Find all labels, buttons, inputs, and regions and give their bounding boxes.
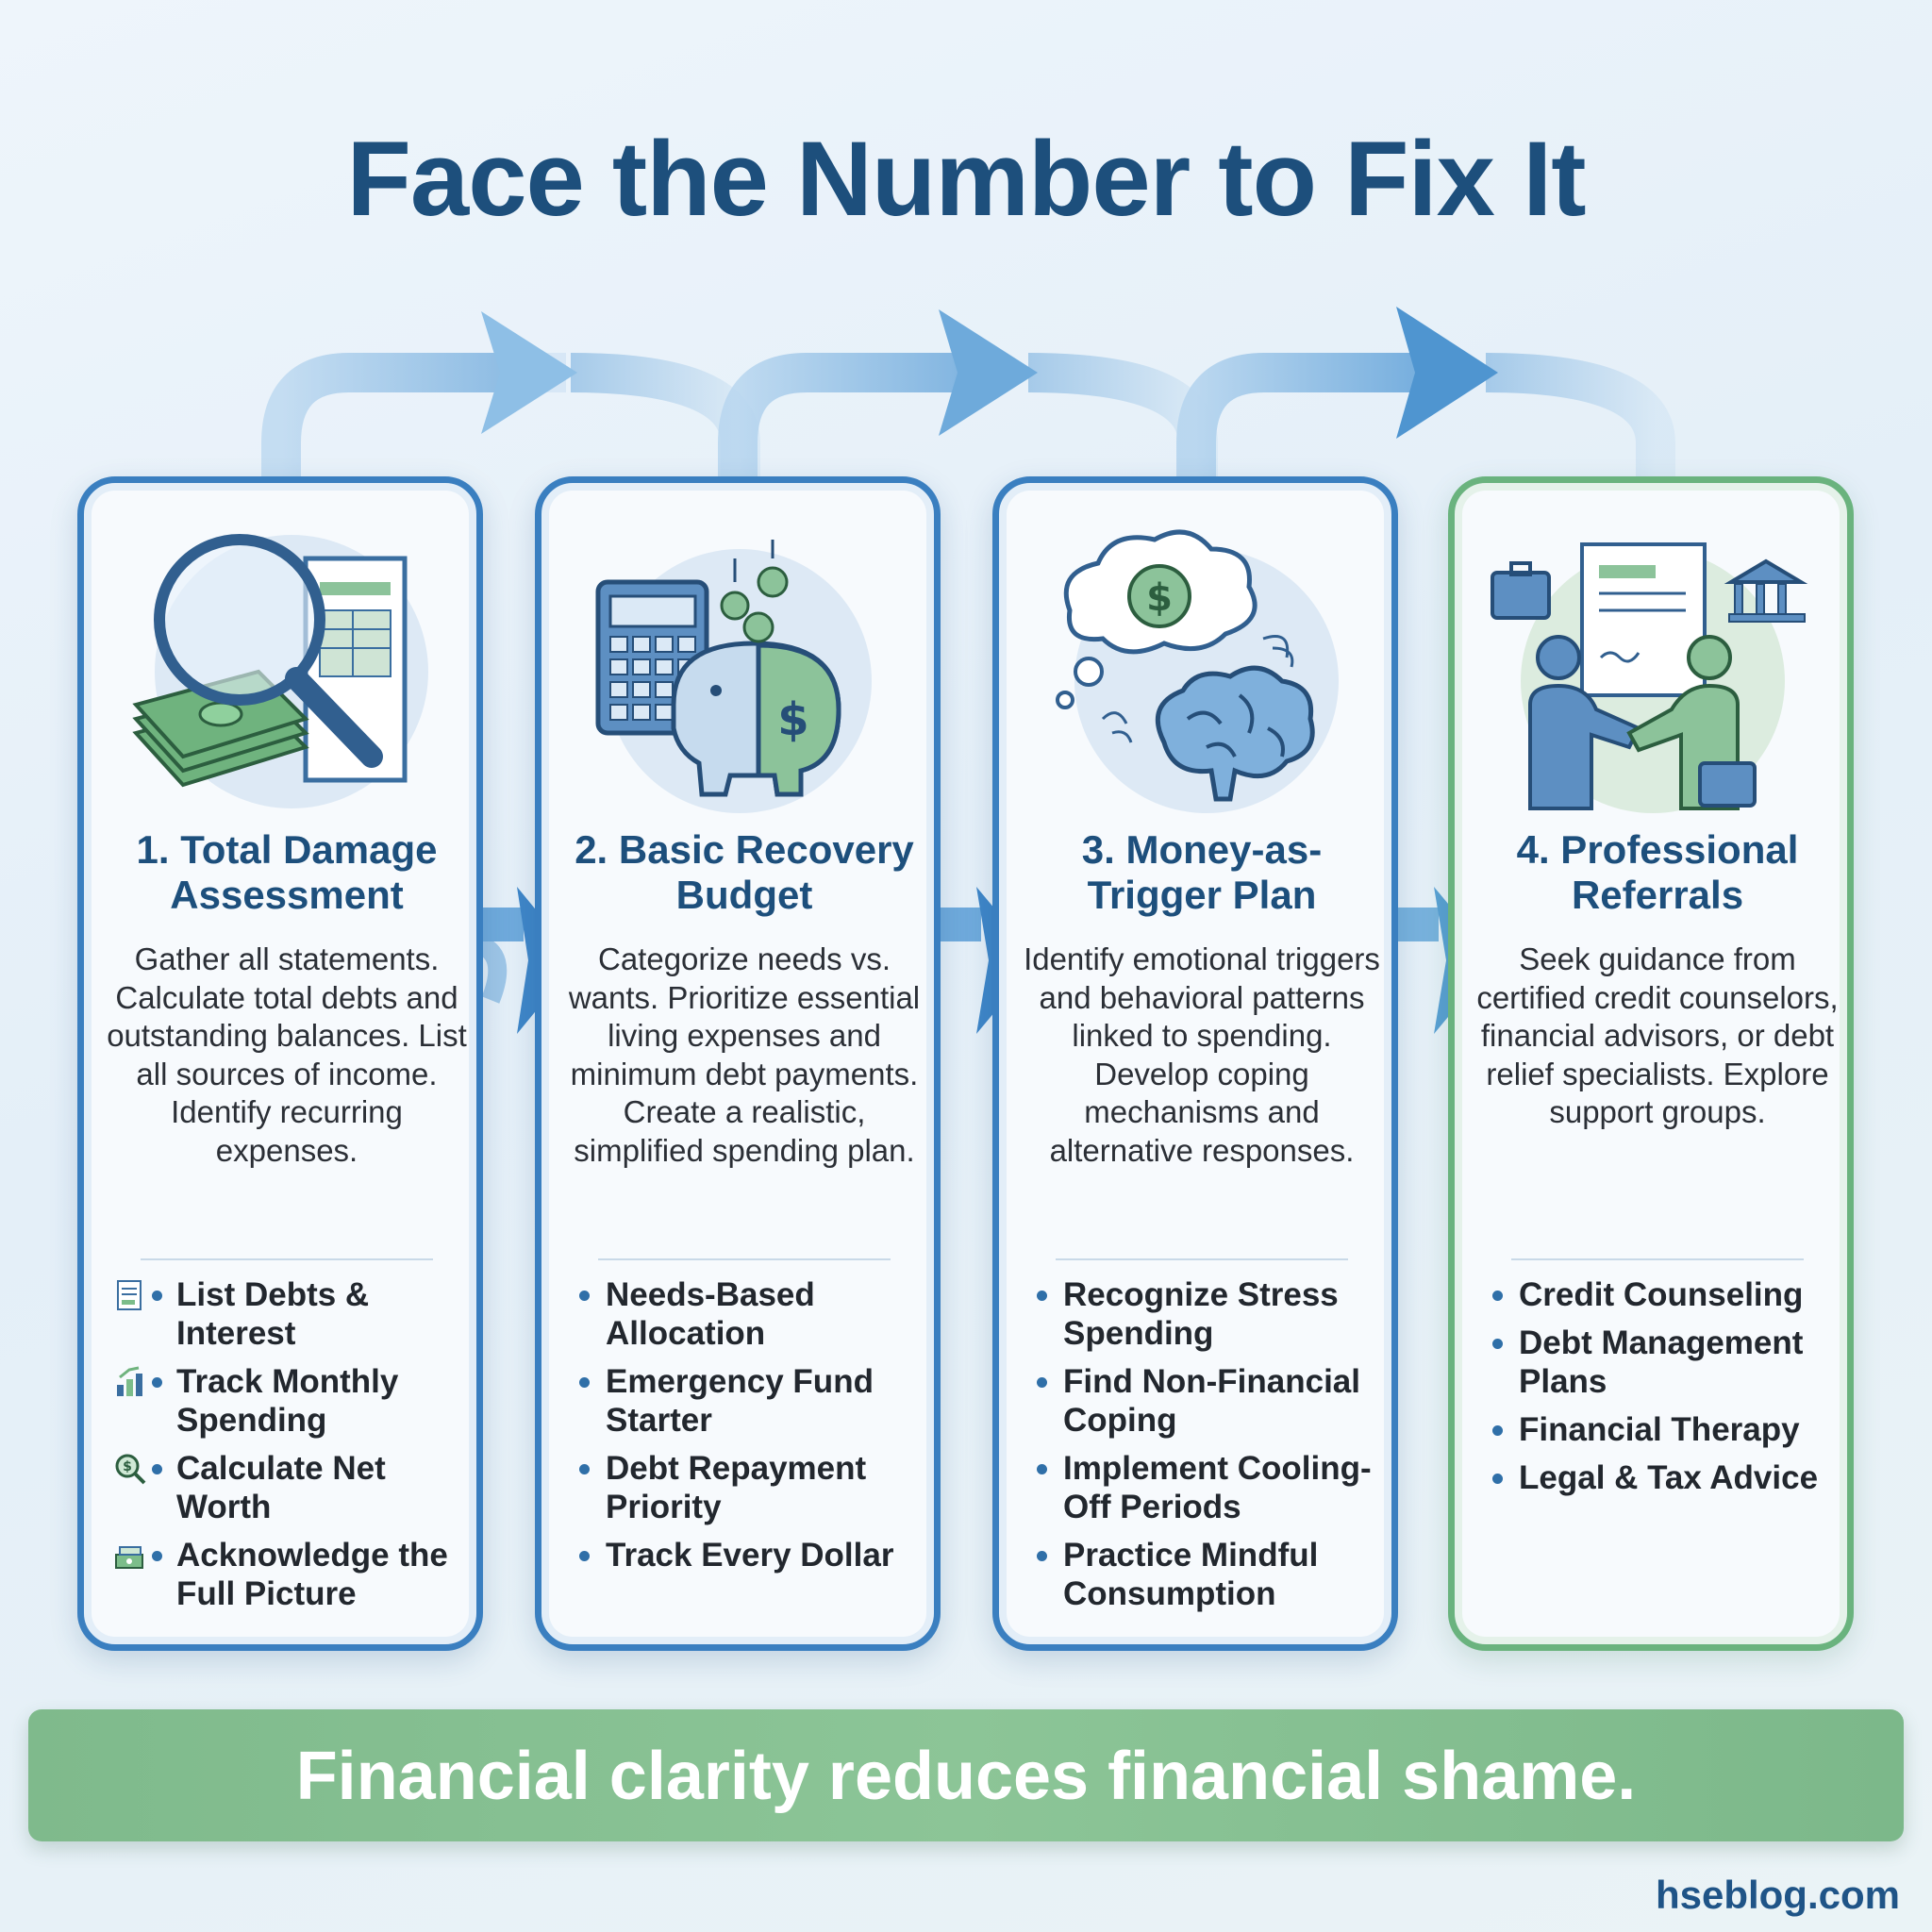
step-title: 1. Total Damage Assessment	[136, 827, 438, 917]
svg-text:$: $	[777, 693, 808, 746]
list-item-label: Calculate Net Worth	[176, 1450, 386, 1525]
bullet-dot	[1037, 1551, 1047, 1561]
cash-stack-icon	[115, 1546, 143, 1569]
calculator-piggy-bank-icon: $	[595, 540, 872, 813]
magnifier-cash-document-icon	[132, 534, 428, 808]
top-arrow-2	[718, 309, 1218, 476]
step-card-4: 4. Professional Referrals Seek guidance …	[1448, 476, 1854, 1651]
list-item-label: Debt Repayment Priority	[606, 1450, 867, 1525]
list-item: Recognize Stress Spending	[1027, 1275, 1386, 1353]
list-item-label: Implement Cooling-Off Periods	[1063, 1450, 1372, 1525]
divider	[1511, 1258, 1804, 1260]
list-item: Debt Repayment Priority	[570, 1449, 928, 1526]
step-title: 2. Basic Recovery Budget	[575, 827, 914, 917]
page-title: Face the Number to Fix It	[346, 120, 1587, 238]
bullet-dot	[152, 1551, 162, 1561]
list-item-label: Legal & Tax Advice	[1519, 1459, 1819, 1496]
list-item: Legal & Tax Advice	[1483, 1458, 1841, 1497]
list-item-label: Track Monthly Spending	[176, 1363, 399, 1439]
list-item-label: Recognize Stress Spending	[1063, 1276, 1339, 1352]
list-item: Track Every Dollar	[570, 1536, 928, 1574]
list-item: Track Monthly Spending	[112, 1362, 471, 1440]
list-item-label: Find Non-Financial Coping	[1063, 1363, 1360, 1439]
bullet-dot	[1492, 1291, 1503, 1301]
list-item: $ Calculate Net Worth	[112, 1449, 471, 1526]
list-item-label: Acknowledge the Full Picture	[176, 1537, 448, 1612]
bullet-dot	[579, 1551, 590, 1561]
svg-text:$: $	[123, 1459, 132, 1474]
bullet-dot	[1492, 1425, 1503, 1436]
divider	[598, 1258, 891, 1260]
bullet-dot	[1037, 1377, 1047, 1388]
bullet-dot	[579, 1291, 590, 1301]
bullet-dot	[152, 1377, 162, 1388]
list-item: Practice Mindful Consumption	[1027, 1536, 1386, 1613]
top-arrow-1	[261, 311, 760, 476]
handshake-advisor-icon	[1491, 542, 1808, 813]
bullet-dot	[1492, 1474, 1503, 1484]
top-arrow-3	[1176, 307, 1675, 476]
magnifier-dollar-icon: $	[115, 1454, 146, 1485]
step-card-2: $ 2. Basic Recovery Budget Categorize ne…	[535, 476, 941, 1651]
step-title: 3. Money-as-Trigger Plan	[1081, 827, 1323, 917]
list-item-label: List Debts & Interest	[176, 1276, 370, 1352]
step-card-1: 1. Total Damage Assessment Gather all st…	[77, 476, 483, 1651]
list-item: Acknowledge the Full Picture	[112, 1536, 471, 1613]
divider	[1056, 1258, 1348, 1260]
list-item-label: Practice Mindful Consumption	[1063, 1537, 1319, 1612]
bullet-dot	[1492, 1339, 1503, 1349]
list-item: Implement Cooling-Off Periods	[1027, 1449, 1386, 1526]
list-item: Financial Therapy	[1483, 1410, 1841, 1449]
list-item: Credit Counseling	[1483, 1275, 1841, 1314]
bullet-dot	[579, 1464, 590, 1474]
list-item-label: Debt Management Plans	[1519, 1324, 1804, 1400]
list-item: List Debts & Interest	[112, 1275, 471, 1353]
list-item: Debt Management Plans	[1483, 1324, 1841, 1401]
step-description: Identify emotional triggers and behavior…	[1024, 941, 1380, 1168]
list-item-label: Financial Therapy	[1519, 1411, 1800, 1448]
step-title: 4. Professional Referrals	[1516, 827, 1799, 917]
divider	[141, 1258, 433, 1260]
list-item-label: Emergency Fund Starter	[606, 1363, 874, 1439]
list-item-label: Credit Counseling	[1519, 1276, 1804, 1313]
step-description: Categorize needs vs. wants. Prioritize e…	[568, 941, 921, 1168]
brain-thought-dollar-icon: $	[1056, 529, 1339, 813]
bullet-dot	[152, 1291, 162, 1301]
step-description: Seek guidance from certified credit coun…	[1476, 941, 1839, 1129]
step-card-3: $ 3. Money-as-Trigger Plan Identify emot…	[992, 476, 1398, 1651]
list-item: Emergency Fund Starter	[570, 1362, 928, 1440]
growth-chart-icon	[117, 1366, 142, 1396]
banner-text: Financial clarity reduces financial sham…	[295, 1739, 1637, 1814]
bullet-dot	[1037, 1464, 1047, 1474]
document-icon	[117, 1280, 142, 1310]
list-item: Needs-Based Allocation	[570, 1275, 928, 1353]
step-description: Gather all statements. Calculate total d…	[107, 941, 467, 1168]
svg-text:$: $	[1146, 576, 1173, 620]
list-item-label: Needs-Based Allocation	[606, 1276, 815, 1352]
bullet-dot	[1037, 1291, 1047, 1301]
bullet-dot	[579, 1377, 590, 1388]
list-item: Find Non-Financial Coping	[1027, 1362, 1386, 1440]
list-item-label: Track Every Dollar	[606, 1537, 894, 1574]
bullet-dot	[152, 1464, 162, 1474]
source-credit: hseblog.com	[1655, 1873, 1900, 1917]
summary-banner: Financial clarity reduces financial sham…	[28, 1709, 1904, 1841]
